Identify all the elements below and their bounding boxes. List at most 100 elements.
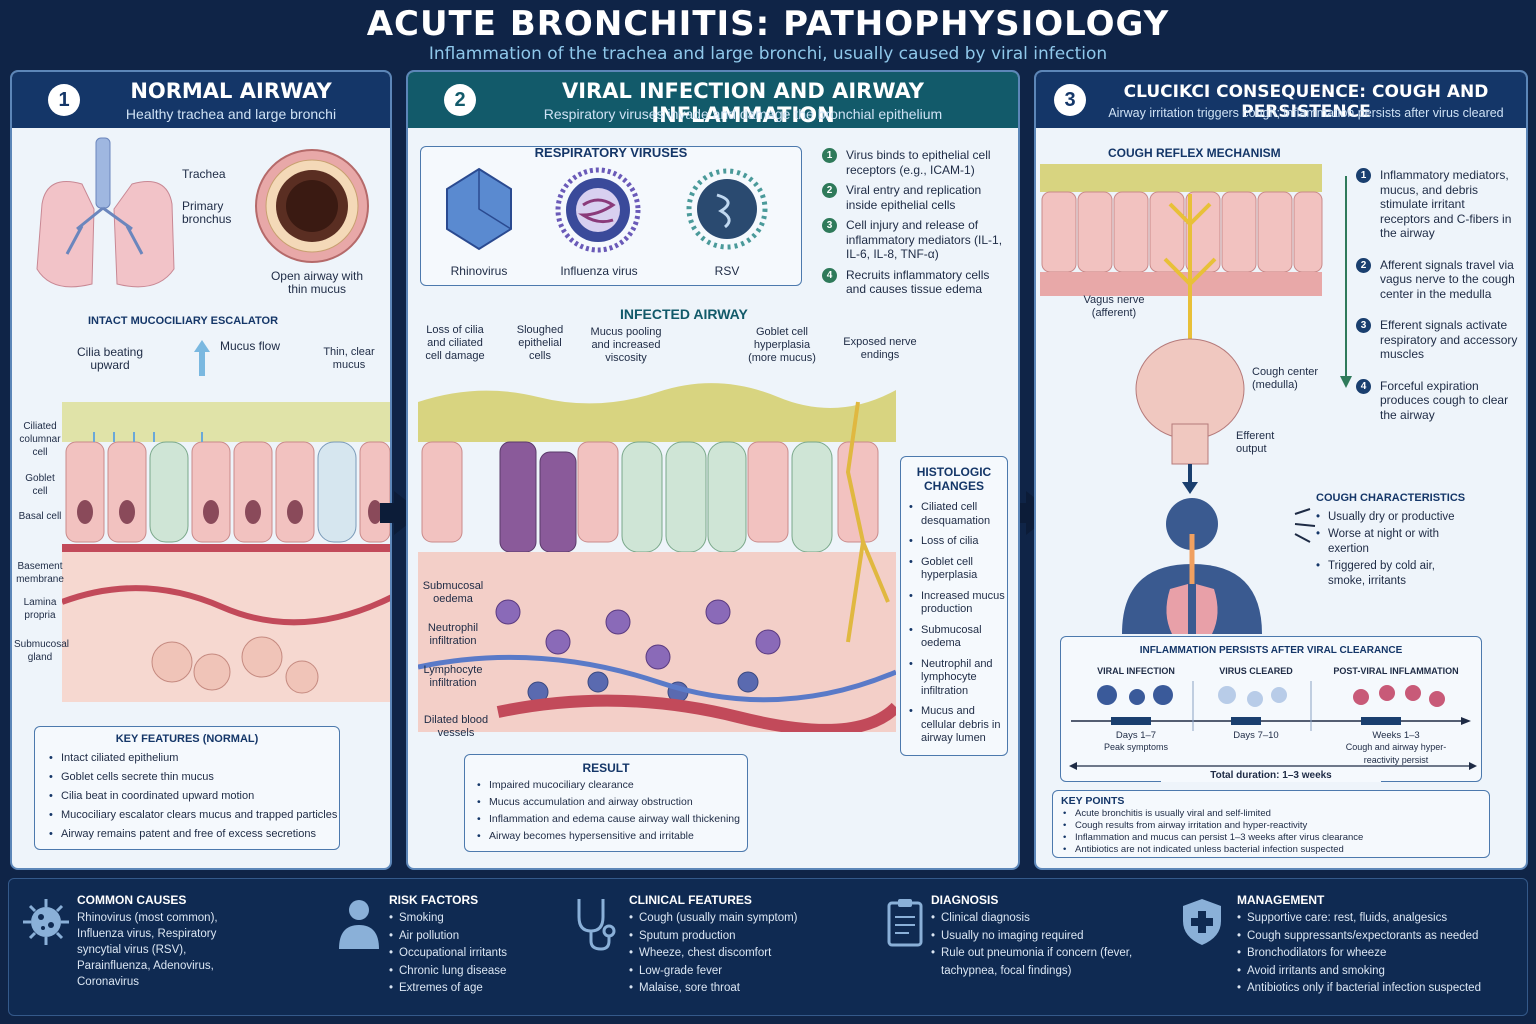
submucosal-gland-label: Submucosal gland (14, 639, 70, 663)
list-item: Cough results from airway irritation and… (1063, 820, 1363, 832)
common-causes: COMMON CAUSES Rhinovirus (most common), … (77, 893, 227, 990)
diagnosis-list: Clinical diagnosis Usually no imaging re… (931, 910, 1141, 980)
ciliated-label: Ciliated columnar cell (19, 421, 61, 458)
list-item: Triggered by cold air, smoke, irritants (1316, 559, 1462, 589)
list-item: Antibiotics only if bacterial infection … (1237, 980, 1521, 998)
list-item: Sputum production (629, 928, 849, 946)
risk-title: RISK FACTORS (389, 893, 479, 907)
diagnosis: DIAGNOSIS Clinical diagnosis Usually no … (931, 893, 1141, 980)
timeline-phase-time: Days 7–10 (1233, 730, 1279, 741)
step-number-badge: 1 (48, 84, 80, 116)
list-item: Mucus and cellular debris in airway lume… (909, 705, 1005, 746)
basal-label: Basal cell (18, 511, 62, 522)
list-item: Worse at night or with exertion (1316, 527, 1462, 557)
list-item: 3 Cell injury and release of inflammatory… (822, 218, 1012, 262)
list-item: 4 Recruits inflammatory cells and causes … (822, 267, 1012, 297)
goblet-label: Goblet cell (25, 473, 55, 497)
key-points-box: KEY POINTS Acute bronchitis is usually v… (1052, 790, 1490, 858)
risk-factors: RISK FACTORS Smoking Air pollution Occup… (389, 893, 589, 998)
step-text: Inflammatory mediators, mucus, and debri… (1380, 168, 1512, 240)
stethoscope-icon (577, 899, 616, 951)
list-item: Submucosal oedema (909, 624, 1005, 651)
step-number-badge: 2 (444, 84, 476, 116)
step-number: 2 (822, 183, 837, 198)
step-number: 1 (822, 148, 837, 163)
result-list: Impaired mucociliary clearance Mucus acc… (477, 777, 740, 845)
list-item: Impaired mucociliary clearance (477, 777, 740, 794)
up-arrow-icon (194, 340, 210, 376)
list-item: Cough (usually main symptom) (629, 910, 849, 928)
histologic-changes-box: HISTOLOGIC CHANGES Ciliated cell desquam… (900, 456, 1008, 756)
timeline-phase-time: Weeks 1–3 (1372, 730, 1420, 741)
step-number: 4 (822, 267, 837, 283)
list-item: Inflammation and edema cause airway wall… (477, 811, 740, 828)
list-item: Acute bronchitis is usually viral and se… (1063, 808, 1363, 820)
step-text: Viral entry and replication inside epith… (846, 183, 982, 212)
list-item: Increased mucus production (909, 590, 1005, 617)
panel-viral-infection: 2 VIRAL INFECTION AND AIRWAY INFLAMMATIO… (406, 70, 1020, 870)
step-text: Cell injury and release of inflammatory … (846, 218, 1003, 261)
step-number: 4 (1356, 378, 1371, 394)
total-duration-arrow (1069, 762, 1477, 770)
rhinovirus-icon (446, 167, 512, 251)
lamina-label: Lamina propria (23, 597, 57, 621)
step-number: 3 (822, 218, 837, 233)
step-text: Afferent signals travel via vagus nerve … (1380, 257, 1515, 301)
list-item: Low-grade fever (629, 963, 849, 981)
normal-epithelium-illustration (62, 402, 390, 702)
page-subtitle: Inflammation of the trachea and large br… (428, 44, 1108, 64)
histologic-title: HISTOLOGIC CHANGES (916, 465, 992, 493)
reflex-title: COUGH REFLEX MECHANISM (1108, 146, 1281, 160)
trachea-label: Trachea (182, 167, 226, 181)
lungs-illustration (36, 137, 175, 288)
diagnosis-title: DIAGNOSIS (931, 893, 999, 907)
infected-epithelium-illustration (418, 383, 896, 732)
timeline-box: INFLAMMATION PERSISTS AFTER VIRAL CLEARA… (1060, 636, 1482, 782)
efferent-label: Efferent output (1236, 430, 1275, 455)
total-duration-label: Total duration: 1–3 weeks (1161, 769, 1381, 782)
summary-footer: COMMON CAUSES Rhinovirus (most common), … (8, 878, 1528, 1016)
characteristics-list: Usually dry or productive Worse at night… (1316, 510, 1462, 589)
airway-cross-section (255, 149, 369, 263)
shield-icon (1183, 899, 1221, 945)
panel-subtitle: Respiratory viruses invade and damage th… (543, 106, 943, 122)
key-points-title: KEY POINTS (1061, 795, 1125, 807)
page-title: ACUTE BRONCHITIS: PATHOPHYSIOLOGY (366, 4, 1170, 44)
list-item: Air pollution (389, 928, 589, 946)
management-list: Supportive care: rest, fluids, analgesic… (1237, 910, 1521, 998)
list-item: Wheeze, chest discomfort (629, 945, 849, 963)
cough-center-label: Cough center (medulla) (1252, 366, 1319, 391)
mucus-pooling-label: Mucus pooling and increased viscosity (590, 326, 662, 364)
clinical-list: Cough (usually main symptom) Sputum prod… (629, 910, 849, 998)
step-number-badge: 3 (1054, 84, 1086, 116)
causes-text: Rhinovirus (most common), Influenza viru… (77, 912, 218, 988)
key-features-list: Intact ciliated epithelium Goblet cells … (49, 749, 337, 844)
key-features-title: KEY FEATURES (NORMAL) (115, 733, 259, 745)
goblet-hyperplasia-label: Goblet cell hyperplasia (more mucus) (748, 326, 816, 364)
list-item: Malaise, sore throat (629, 980, 849, 998)
list-item: Inflammation and mucus can persist 1–3 w… (1063, 832, 1363, 844)
vagus-nerve-label: Vagus nerve (afferent) (1083, 294, 1145, 319)
panel-subtitle: Airway irritation triggers cough; inflam… (1108, 106, 1504, 120)
timeline-phase-name: POST-VIRAL INFLAMMATION (1333, 666, 1459, 676)
cilia-label: Cilia beating upward (76, 345, 144, 372)
step-text: Recruits inflammatory cells and causes t… (846, 267, 990, 297)
key-points-list: Acute bronchitis is usually viral and se… (1063, 808, 1363, 856)
viruses-box: RESPIRATORY VIRUSES Rhinovirus Influenza… (420, 145, 802, 286)
management-title: MANAGEMENT (1237, 893, 1325, 907)
influenza-virus-icon (555, 167, 641, 253)
escalator-title: INTACT MUCOCILIARY ESCALATOR (88, 315, 279, 327)
timeline-phase-name: VIRAL INFECTION (1097, 666, 1175, 676)
timeline-phase-note: Cough and airway hyper-reactivity persis… (1345, 742, 1447, 765)
timeline-phase-name: VIRUS CLEARED (1219, 666, 1293, 676)
neutrophil-label: Neutrophil infiltration (427, 622, 479, 647)
key-features-box: KEY FEATURES (NORMAL) Intact ciliated ep… (34, 726, 340, 850)
list-item: Usually dry or productive (1316, 510, 1462, 525)
list-item: Avoid irritants and smoking (1237, 963, 1521, 981)
list-item: Goblet cells secrete thin mucus (49, 768, 337, 787)
rsv-icon (686, 168, 768, 250)
